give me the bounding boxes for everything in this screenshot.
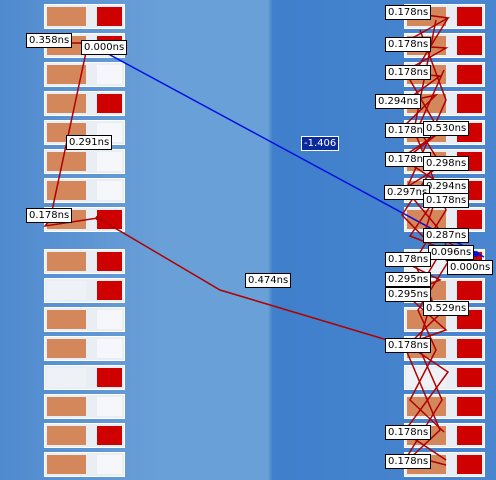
delay-label[interactable]: 0.178ns	[385, 252, 432, 267]
register-block	[97, 252, 122, 271]
left-logic-cell[interactable]	[44, 249, 125, 274]
left-logic-cell[interactable]	[44, 91, 125, 116]
register-block	[457, 94, 482, 113]
left-logic-cell[interactable]	[44, 278, 125, 303]
register-block	[97, 310, 122, 329]
left-local-wire[interactable]	[29, 39, 99, 228]
delay-label[interactable]: 0.287ns	[423, 228, 470, 243]
register-block	[97, 368, 122, 387]
lut-block	[47, 310, 86, 329]
register-block	[97, 339, 122, 358]
delay-label[interactable]: 0.530ns	[423, 121, 470, 136]
register-block	[97, 281, 122, 300]
lut-block	[47, 281, 86, 300]
delay-label[interactable]: 0.000ns	[81, 40, 128, 55]
register-block	[97, 181, 122, 200]
delay-label[interactable]: 0.000ns	[447, 260, 494, 275]
delay-label[interactable]: 0.096ns	[428, 245, 475, 260]
slack-label[interactable]: -1.406	[301, 136, 340, 151]
slack-path-wire[interactable]	[87, 42, 485, 258]
lut-block	[47, 368, 86, 387]
left-logic-cell[interactable]	[44, 365, 125, 390]
endpoint-pin[interactable]	[473, 251, 479, 257]
register-block	[457, 210, 482, 229]
lut-block	[47, 65, 86, 84]
register-block	[97, 152, 122, 171]
lut-block	[47, 426, 86, 445]
delay-label[interactable]: 0.295ns	[385, 287, 432, 302]
register-block	[97, 426, 122, 445]
register-block	[97, 94, 122, 113]
left-logic-cell[interactable]	[44, 4, 125, 29]
register-block	[457, 397, 482, 416]
register-block	[457, 7, 482, 26]
delay-label[interactable]: 0.178ns	[26, 208, 73, 223]
delay-label[interactable]: 0.298ns	[423, 156, 470, 171]
left-logic-cell[interactable]	[44, 394, 125, 419]
lut-block	[47, 152, 86, 171]
delay-label[interactable]: 0.291ns	[66, 135, 113, 150]
route-wire-0474[interactable]	[97, 217, 405, 346]
delay-label[interactable]: 0.474ns	[245, 273, 292, 288]
delay-label[interactable]: 0.294ns	[375, 94, 422, 109]
delay-label[interactable]: 0.529ns	[423, 301, 470, 316]
register-block	[457, 455, 482, 474]
register-block	[97, 455, 122, 474]
delay-label[interactable]: 0.178ns	[385, 5, 432, 20]
delay-label[interactable]: 0.178ns	[385, 152, 432, 167]
lut-block	[407, 368, 446, 387]
register-block	[457, 339, 482, 358]
left-logic-cell[interactable]	[44, 307, 125, 332]
delay-label[interactable]: 0.297ns	[384, 185, 431, 200]
register-block	[97, 210, 122, 229]
register-block	[457, 426, 482, 445]
lut-block	[47, 252, 86, 271]
lut-block	[47, 397, 86, 416]
lut-block	[407, 397, 446, 416]
register-block	[457, 368, 482, 387]
delay-label[interactable]: 0.295ns	[385, 272, 432, 287]
delay-label[interactable]: 0.178ns	[385, 454, 432, 469]
lut-block	[47, 7, 86, 26]
left-logic-cell[interactable]	[44, 336, 125, 361]
lut-block	[47, 455, 86, 474]
register-block	[457, 65, 482, 84]
lut-block	[407, 210, 446, 229]
register-block	[457, 36, 482, 55]
left-start-pin[interactable]	[95, 215, 101, 221]
delay-label[interactable]: 0.178ns	[385, 37, 432, 52]
register-block	[97, 397, 122, 416]
left-logic-cell[interactable]	[44, 62, 125, 87]
delay-label[interactable]: 0.178ns	[385, 65, 432, 80]
register-block	[457, 281, 482, 300]
delay-label[interactable]: 0.178ns	[385, 425, 432, 440]
left-logic-cell[interactable]	[44, 149, 125, 174]
delay-label[interactable]: 0.178ns	[385, 338, 432, 353]
delay-label[interactable]: 0.178ns	[423, 193, 470, 208]
register-block	[97, 7, 122, 26]
left-logic-cell[interactable]	[44, 452, 125, 477]
register-block	[97, 65, 122, 84]
delay-label[interactable]: 0.358ns	[26, 33, 73, 48]
lut-block	[47, 339, 86, 358]
left-logic-cell[interactable]	[44, 423, 125, 448]
